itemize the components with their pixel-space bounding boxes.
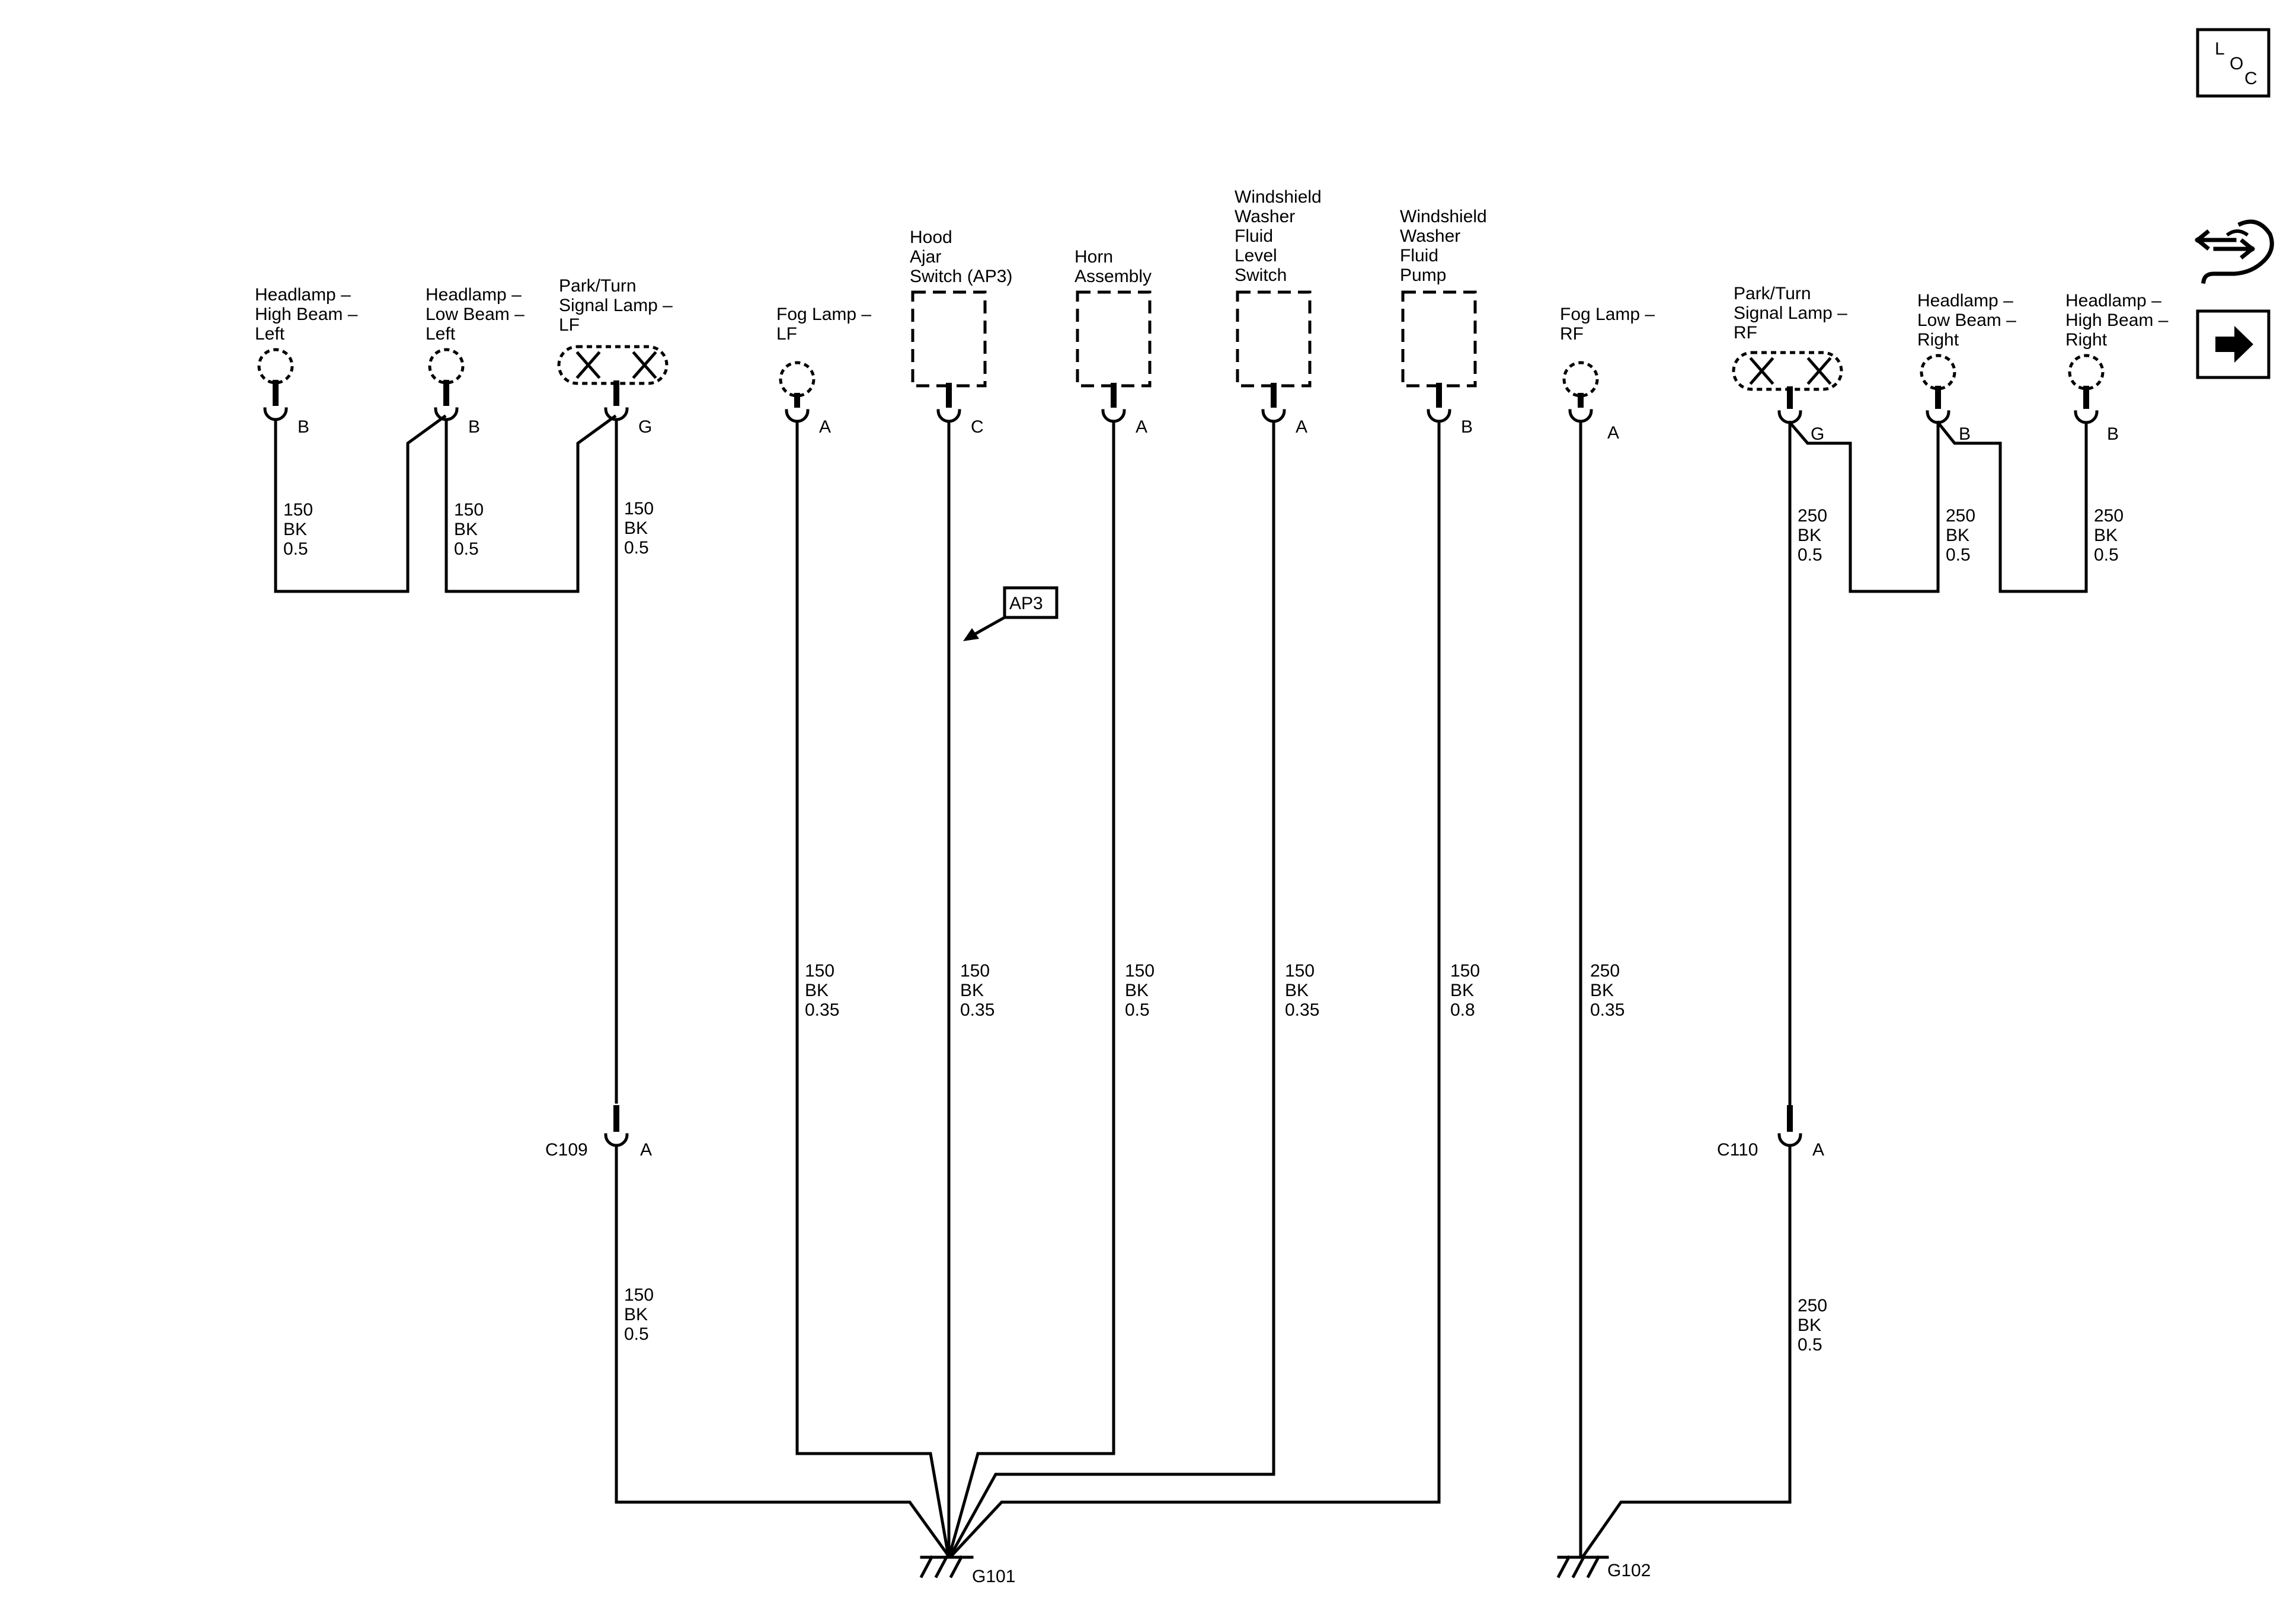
component-windshield-washer-fluid-level-switch[interactable]: Windshield Washer Fluid Level Switch A 1…	[1235, 187, 1326, 1020]
component-outline	[1076, 290, 1152, 388]
connector-terminal	[604, 407, 629, 421]
component-headlamp-low-beam-left[interactable]: Headlamp – Low Beam – Left B 150 BK 0.5	[426, 285, 529, 593]
wire-label: 150 BK 0.35	[805, 961, 839, 1020]
wire-label: 150 BK 0.8	[1450, 961, 1485, 1020]
pin-label: B	[1959, 424, 1971, 444]
connector-c110[interactable]: C110 A 250 BK 0.5	[1580, 1105, 1832, 1560]
connector-terminal	[1261, 409, 1286, 423]
wire-label: 150 BK 0.5	[283, 500, 318, 559]
component-horn-assembly[interactable]: Horn Assembly A 150 BK 0.5	[1075, 247, 1159, 1020]
lamp-outline	[1562, 361, 1599, 398]
ground-label: G101	[972, 1567, 1015, 1586]
wire-splice	[1787, 420, 1940, 593]
next-arrow-icon[interactable]	[2196, 309, 2271, 379]
lamp-outline	[779, 361, 816, 398]
pin-label: B	[1461, 417, 1473, 437]
component-fog-lamp-rf[interactable]: Fog Lamp – RF A 250 BK 0.35	[1560, 305, 1659, 1559]
pin-label: B	[2107, 424, 2119, 444]
callout-ap3[interactable]: AP3	[963, 586, 1059, 641]
pin-label: A	[1812, 1140, 1824, 1160]
pump-outline	[1401, 290, 1477, 388]
wire-label: 150 BK 0.5	[624, 1285, 658, 1344]
component-park-turn-signal-lamp-lf[interactable]: Park/Turn Signal Lamp – LF G 150 BK 0.5	[557, 276, 677, 1104]
connector-terminal	[1568, 409, 1593, 423]
component-hood-ajar-switch[interactable]: Hood Ajar Switch (AP3) C 150 BK 0.35	[910, 228, 1012, 1020]
loc-button[interactable]: L O C	[2196, 28, 2271, 98]
wire-label: 250 BK 0.5	[2094, 506, 2128, 565]
loc-letter: L	[2215, 39, 2225, 59]
pin-label: A	[1296, 417, 1307, 437]
component-label: Park/Turn Signal Lamp – LF	[559, 276, 677, 335]
loc-letter: C	[2244, 69, 2257, 88]
wire-splice	[274, 414, 447, 593]
component-headlamp-low-beam-right[interactable]: Headlamp – Low Beam – Right B 250 BK 0.5	[1917, 291, 2021, 593]
component-label: Fog Lamp – RF	[1560, 305, 1659, 344]
connector-terminal	[936, 409, 961, 423]
lamp-outline	[257, 348, 294, 385]
wire-splice	[1936, 420, 2088, 593]
component-fog-lamp-lf[interactable]: Fog Lamp – LF A 150 BK 0.35	[776, 305, 876, 1020]
component-label: Fog Lamp – LF	[776, 305, 876, 344]
component-label: Hood Ajar Switch (AP3)	[910, 228, 1012, 286]
lamp-outline	[2068, 354, 2105, 391]
component-label: Park/Turn Signal Lamp – RF	[1734, 284, 1852, 343]
connector-terminal	[2074, 410, 2099, 424]
ground-label: G102	[1607, 1561, 1651, 1580]
connector-terminal	[1101, 409, 1126, 423]
connector-name: C109	[545, 1140, 588, 1160]
pin-label: A	[819, 417, 831, 437]
component-label: Headlamp – High Beam – Right	[2065, 291, 2173, 350]
connector-name: C110	[1717, 1140, 1758, 1160]
component-label: Windshield Washer Fluid Level Switch	[1235, 187, 1326, 285]
wire-label: 150 BK 0.5	[1125, 961, 1159, 1020]
pin-label: A	[640, 1140, 652, 1160]
connector-terminal	[1427, 409, 1451, 423]
pin-label: A	[1136, 417, 1147, 437]
component-label: Headlamp – Low Beam – Left	[426, 285, 529, 344]
ground-wires-g101	[615, 420, 1441, 1558]
connector-terminal	[434, 407, 459, 421]
pin-label: G	[638, 417, 652, 437]
component-label: Horn Assembly	[1075, 247, 1152, 286]
wire-label: 250 BK 0.5	[1798, 506, 1832, 565]
arrow-icon	[963, 628, 979, 641]
component-headlamp-high-beam-right[interactable]: Headlamp – High Beam – Right B 250 BK 0.…	[2065, 291, 2173, 593]
ground-g101[interactable]: G101	[919, 1555, 1015, 1586]
lamp-outline	[557, 345, 669, 385]
component-headlamp-high-beam-left[interactable]: Headlamp – High Beam – Left B 150 BK 0.5	[255, 285, 363, 593]
wire-label: 150 BK 0.35	[1285, 961, 1319, 1020]
pin-label: A	[1607, 423, 1619, 443]
component-park-turn-signal-lamp-rf[interactable]: Park/Turn Signal Lamp – RF G 250 BK 0.5	[1732, 284, 1852, 1110]
wire-label: 250 BK 0.5	[1946, 506, 1980, 565]
pin-label: B	[298, 417, 309, 437]
pin-label: C	[971, 417, 984, 437]
connector-terminal	[263, 407, 288, 421]
wire-label: 150 BK 0.5	[454, 500, 488, 559]
component-label: Headlamp – Low Beam – Right	[1917, 291, 2021, 350]
switch-outline	[911, 290, 987, 388]
lamp-outline	[428, 348, 465, 385]
pin-label: G	[1811, 424, 1824, 444]
component-label: Headlamp – High Beam – Left	[255, 285, 363, 344]
callout-label: AP3	[1009, 594, 1043, 613]
component-windshield-washer-fluid-pump[interactable]: Windshield Washer Fluid Pump B 150 BK 0.…	[1400, 207, 1492, 1020]
lamp-outline	[1732, 351, 1843, 391]
connector-terminal	[785, 409, 810, 423]
connector-c109[interactable]: C109 A 150 BK 0.5	[545, 1105, 658, 1504]
ground-g102[interactable]: G102	[1556, 1555, 1651, 1580]
component-label: Windshield Washer Fluid Pump	[1400, 207, 1492, 285]
component-connector-icon[interactable]	[2195, 219, 2274, 284]
wire-label: 250 BK 0.35	[1590, 961, 1625, 1020]
lamp-outline	[1920, 354, 1956, 391]
wire-label: 150 BK 0.5	[624, 499, 658, 558]
pin-label: B	[468, 417, 480, 437]
wire-splice	[445, 414, 617, 593]
wire-label: 250 BK 0.5	[1798, 1296, 1832, 1355]
loc-letter: O	[2230, 54, 2243, 73]
switch-outline	[1236, 290, 1312, 388]
wire-label: 150 BK 0.35	[960, 961, 994, 1020]
